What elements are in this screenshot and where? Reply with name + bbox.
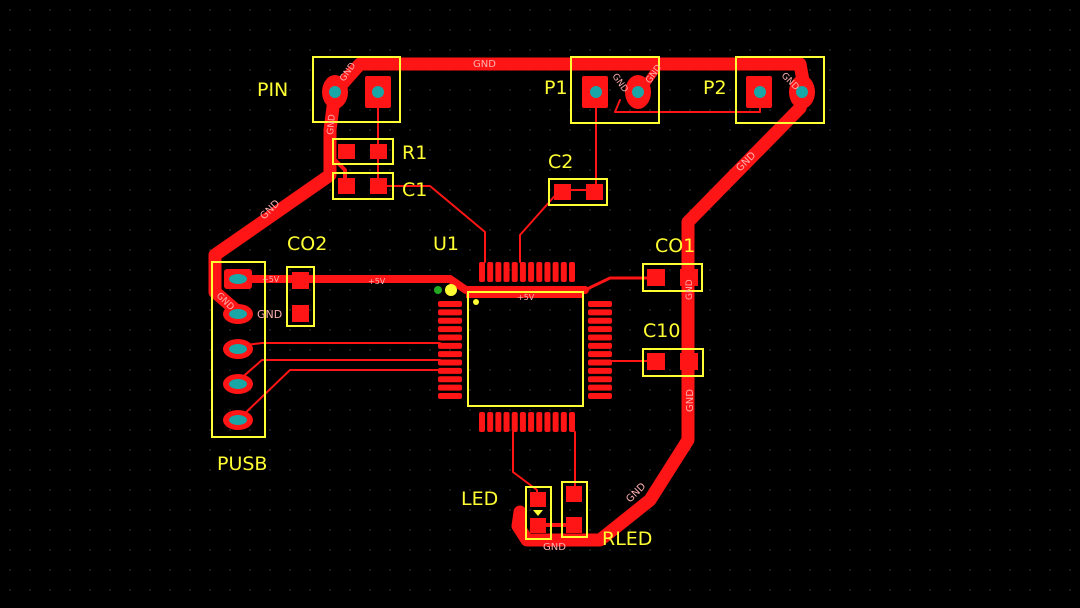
ic-pin-pad bbox=[438, 317, 462, 324]
net-gnd-co1: GND bbox=[685, 279, 695, 300]
ic-pin-pad bbox=[588, 301, 612, 307]
ic-pin-pad bbox=[519, 412, 526, 432]
net-gnd-pin-left: GND bbox=[326, 114, 338, 135]
ic-pin-pad bbox=[495, 262, 502, 282]
ic-pin-pad bbox=[511, 412, 518, 432]
ic-pin-pad bbox=[438, 384, 462, 391]
ic-pin-pad bbox=[438, 359, 462, 366]
ref-pusb: PUSB bbox=[217, 453, 267, 475]
ic-pin-pad bbox=[438, 342, 462, 349]
u1-right-pins bbox=[588, 301, 612, 399]
ic-pin-pad bbox=[479, 412, 485, 432]
capacitor-c1[interactable] bbox=[332, 172, 394, 200]
ref-rled: RLED bbox=[602, 528, 652, 550]
ic-pin-pad bbox=[487, 412, 494, 432]
ic-pin-pad bbox=[552, 412, 559, 432]
ic-pin-pad bbox=[588, 351, 612, 358]
ic-pin-pad bbox=[588, 359, 612, 366]
net-5v-trace: +5V bbox=[368, 277, 386, 286]
silkscreen-labels: PIN P1 P2 R1 C1 C2 U1 CO2 CO1 C10 PUSB L… bbox=[217, 77, 727, 550]
ic-u1[interactable] bbox=[434, 262, 612, 432]
connector-p1[interactable] bbox=[570, 56, 660, 124]
connector-p2[interactable] bbox=[735, 56, 825, 124]
resistor-rled[interactable] bbox=[561, 481, 588, 538]
ic-pin-pad bbox=[479, 262, 485, 282]
ic-pin-pad bbox=[588, 367, 612, 374]
ic-pin-pad bbox=[536, 412, 543, 432]
ref-r1: R1 bbox=[402, 142, 427, 164]
ic-pin-pad bbox=[519, 262, 526, 282]
pin1-marker bbox=[473, 299, 479, 305]
ic-pin-pad bbox=[544, 262, 551, 282]
connector-pin[interactable] bbox=[312, 56, 401, 123]
ic-pin-pad bbox=[438, 309, 462, 316]
ref-c2: C2 bbox=[548, 151, 573, 173]
diode-led[interactable] bbox=[525, 486, 552, 540]
connector-pusb[interactable] bbox=[211, 261, 266, 438]
ic-pin-pad bbox=[438, 393, 462, 399]
ic-pin-pad bbox=[503, 412, 510, 432]
capacitor-c10[interactable] bbox=[642, 348, 704, 377]
pin1-dot bbox=[445, 284, 457, 296]
capacitor-co1[interactable] bbox=[642, 263, 703, 292]
u1-bottom-pins bbox=[479, 412, 575, 432]
ic-pin-pad bbox=[560, 262, 567, 282]
ref-led: LED bbox=[461, 488, 498, 510]
origin-dot bbox=[434, 286, 442, 294]
net-5v-ic: +5V bbox=[517, 293, 535, 302]
ic-pin-pad bbox=[588, 342, 612, 349]
gnd-trace-left[interactable] bbox=[208, 85, 342, 319]
ic-pin-pad bbox=[569, 412, 575, 432]
capacitor-c2[interactable] bbox=[548, 178, 608, 206]
usb-trace-d2[interactable] bbox=[237, 359, 441, 382]
ref-co2: CO2 bbox=[287, 233, 327, 255]
ic-pin-pad bbox=[438, 376, 462, 383]
ic-pin-pad bbox=[487, 262, 494, 282]
u1-top-pins bbox=[479, 262, 575, 282]
ref-pin: PIN bbox=[257, 79, 288, 101]
ic-pin-pad bbox=[503, 262, 510, 282]
u1-left-pins bbox=[438, 301, 462, 399]
ic-pin-pad bbox=[588, 317, 612, 324]
ic-pin-pad bbox=[588, 326, 612, 333]
net-gnd-led: GND bbox=[543, 542, 566, 553]
ic-pin-pad bbox=[511, 262, 518, 282]
power-trace-co1[interactable] bbox=[583, 276, 658, 292]
resistor-r1[interactable] bbox=[332, 138, 394, 165]
ic-pin-pad bbox=[588, 393, 612, 399]
ref-p1: P1 bbox=[544, 77, 568, 99]
capacitor-co2[interactable] bbox=[286, 266, 315, 327]
ic-pin-pad bbox=[438, 326, 462, 333]
ref-u1: U1 bbox=[433, 233, 459, 255]
ref-co1: CO1 bbox=[655, 235, 695, 257]
ic-pin-pad bbox=[528, 262, 535, 282]
signal-trace-c1-u1[interactable] bbox=[379, 185, 486, 263]
ic-pin-pad bbox=[588, 334, 612, 341]
ic-pin-pad bbox=[552, 262, 559, 282]
ic-pin-pad bbox=[588, 376, 612, 383]
ic-pin-pad bbox=[544, 412, 551, 432]
net-gnd-c10: GND bbox=[685, 389, 696, 412]
ic-pin-pad bbox=[495, 412, 502, 432]
ic-pin-pad bbox=[528, 412, 535, 432]
net-gnd-top: GND bbox=[473, 59, 496, 70]
ic-pin-pad bbox=[536, 262, 543, 282]
ref-c10: C10 bbox=[643, 320, 680, 342]
ref-c1: C1 bbox=[402, 179, 427, 201]
ref-p2: P2 bbox=[703, 77, 727, 99]
ic-pin-pad bbox=[560, 412, 567, 432]
ic-pin-pad bbox=[438, 351, 462, 358]
ic-pin-pad bbox=[569, 262, 575, 282]
net-5v-usb: +5V bbox=[262, 275, 280, 284]
ic-pin-pad bbox=[588, 384, 612, 391]
ic-pin-pad bbox=[588, 309, 612, 316]
ic-pin-pad bbox=[438, 367, 462, 374]
ic-pin-pad bbox=[438, 334, 462, 341]
ic-pin-pad bbox=[438, 301, 462, 307]
net-gnd-usb2: GND bbox=[257, 308, 282, 321]
usb-trace-d3[interactable] bbox=[237, 369, 441, 421]
